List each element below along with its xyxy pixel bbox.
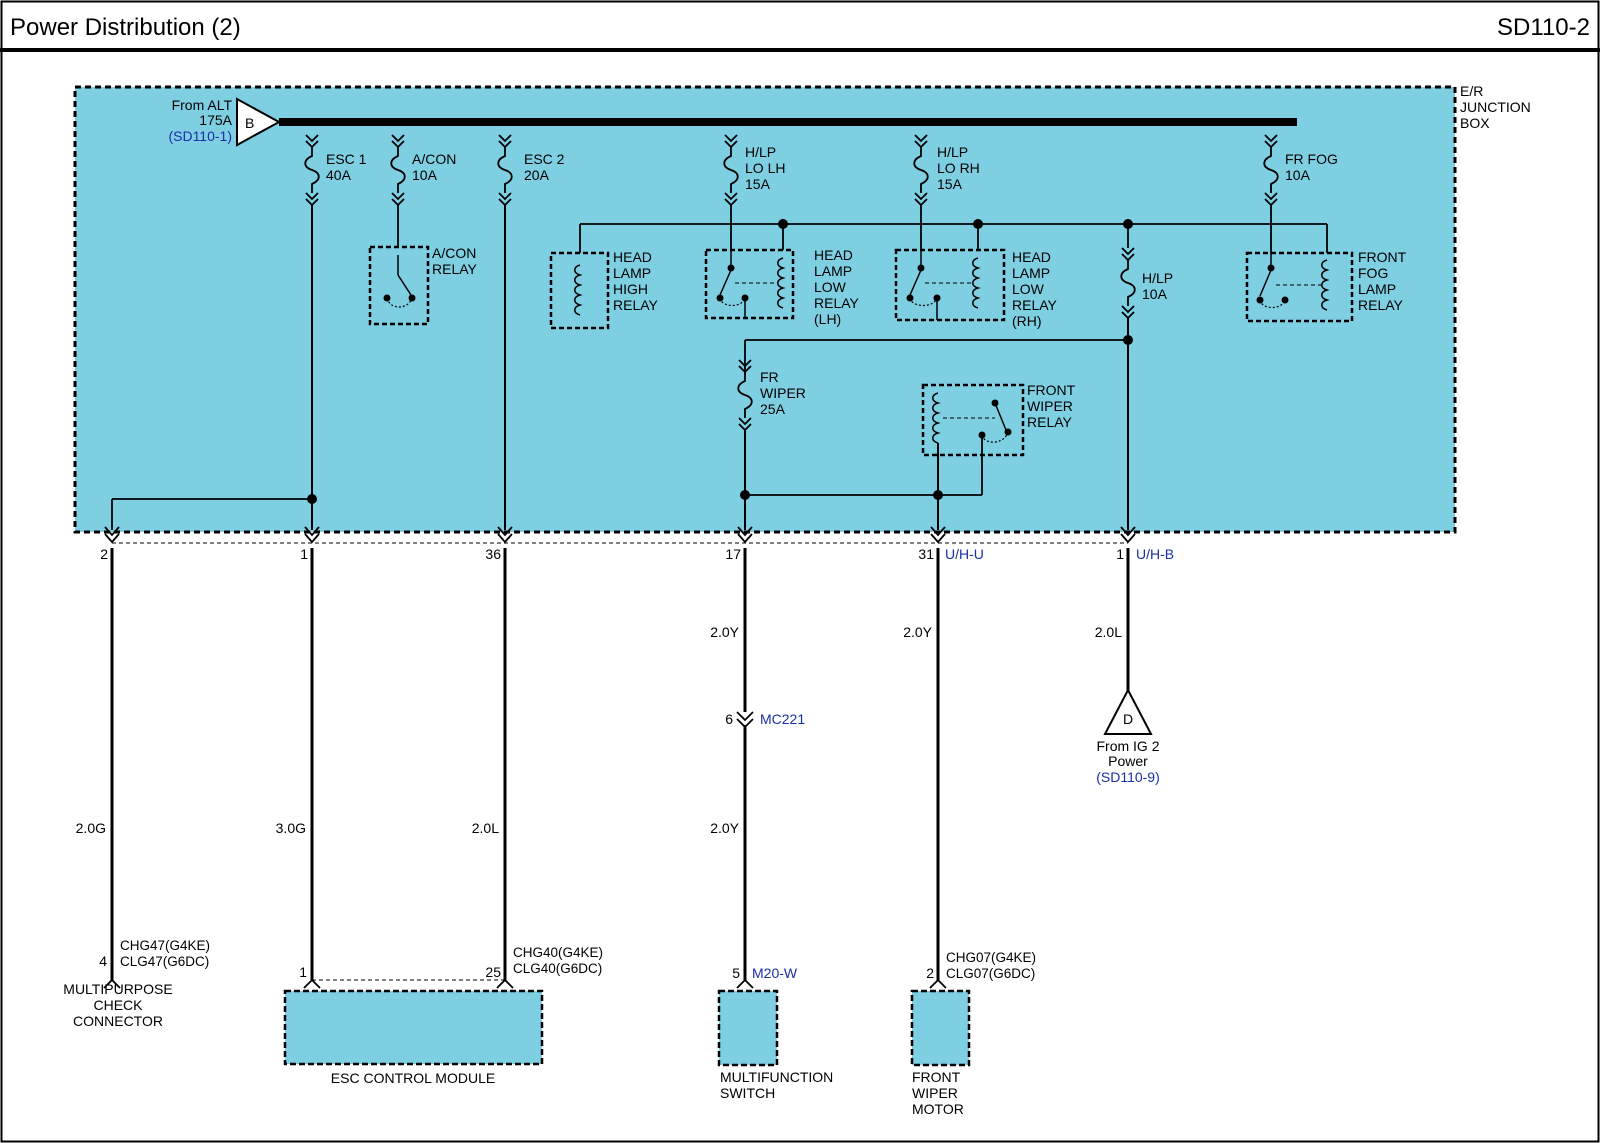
- relay-front-wiper: [921, 383, 1025, 457]
- mp-conn-2: CLG47(G6DC): [120, 954, 209, 969]
- junction-box-label: E/R JUNCTION BOX: [1460, 83, 1535, 131]
- wire-label-w4b: 2.0Y: [710, 820, 739, 836]
- source-b-from: From ALT: [172, 97, 233, 113]
- pin-36: 36: [485, 546, 501, 562]
- pin-1b: 1: [1116, 546, 1124, 562]
- mfs-pin: 5: [732, 965, 740, 981]
- esc-conn-1: CHG40(G4KE): [513, 945, 603, 960]
- source-b-ref: (SD110-1): [168, 128, 232, 144]
- wire-label-w1: 2.0G: [76, 820, 106, 836]
- esc-name: ESC CONTROL MODULE: [331, 1070, 495, 1086]
- source-d-ref: (SD110-9): [1096, 769, 1160, 785]
- source-b-arrow: B: [236, 97, 282, 147]
- source-d-from: From IG 2: [1096, 738, 1159, 754]
- source-d-power: Power: [1108, 753, 1148, 769]
- wire-label-w4a: 2.0Y: [710, 624, 739, 640]
- esc-pin-right: 25: [485, 964, 501, 980]
- fwm-conn-1: CHG07(G4KE): [946, 950, 1036, 965]
- diagram-code: SD110-2: [1497, 14, 1590, 41]
- pin-31: 31: [918, 546, 934, 562]
- connector-uh-b: U/H-B: [1136, 546, 1174, 562]
- relay-head-lamp-low-lh: [704, 248, 795, 320]
- wire-label-w2: 3.0G: [276, 820, 306, 836]
- relay-head-lamp-low-rh: [894, 248, 1006, 322]
- relay-acon: [368, 245, 430, 326]
- svg-text:D: D: [1123, 711, 1133, 727]
- svg-text:B: B: [245, 115, 254, 131]
- mp-conn-1: CHG47(G4KE): [120, 938, 210, 953]
- pin-1: 1: [300, 546, 308, 562]
- multifunction-switch: [717, 989, 779, 1067]
- inline-connector-pin: 6: [725, 711, 733, 727]
- relay-head-lamp-high: [549, 251, 610, 330]
- mfs-conn: M20-W: [752, 965, 798, 981]
- fwm-pin: 2: [926, 965, 934, 981]
- connector-uh-u: U/H-U: [945, 546, 984, 562]
- mp-pin: 4: [99, 953, 107, 969]
- pin-2: 2: [100, 546, 108, 562]
- wire-label-w3: 2.0L: [472, 820, 499, 836]
- inline-connector-name: MC221: [760, 711, 805, 727]
- inline-connector-mc221: [736, 711, 754, 729]
- wire-label-w6: 2.0L: [1095, 624, 1122, 640]
- esc-conn-2: CLG40(G6DC): [513, 961, 602, 976]
- relay-front-fog-lamp: [1245, 251, 1354, 323]
- esc-pin-left: 1: [299, 964, 307, 980]
- source-b-rating: 175A: [199, 112, 232, 128]
- front-wiper-motor: [910, 989, 971, 1067]
- page-title: Power Distribution (2): [10, 14, 241, 41]
- source-d-arrow: D: [1103, 687, 1153, 735]
- wire-label-w5: 2.0Y: [903, 624, 932, 640]
- bottom-chevrons: [103, 978, 947, 989]
- pin-17: 17: [725, 546, 741, 562]
- esc-control-module: [283, 989, 544, 1066]
- fwm-conn-2: CLG07(G6DC): [946, 966, 1035, 981]
